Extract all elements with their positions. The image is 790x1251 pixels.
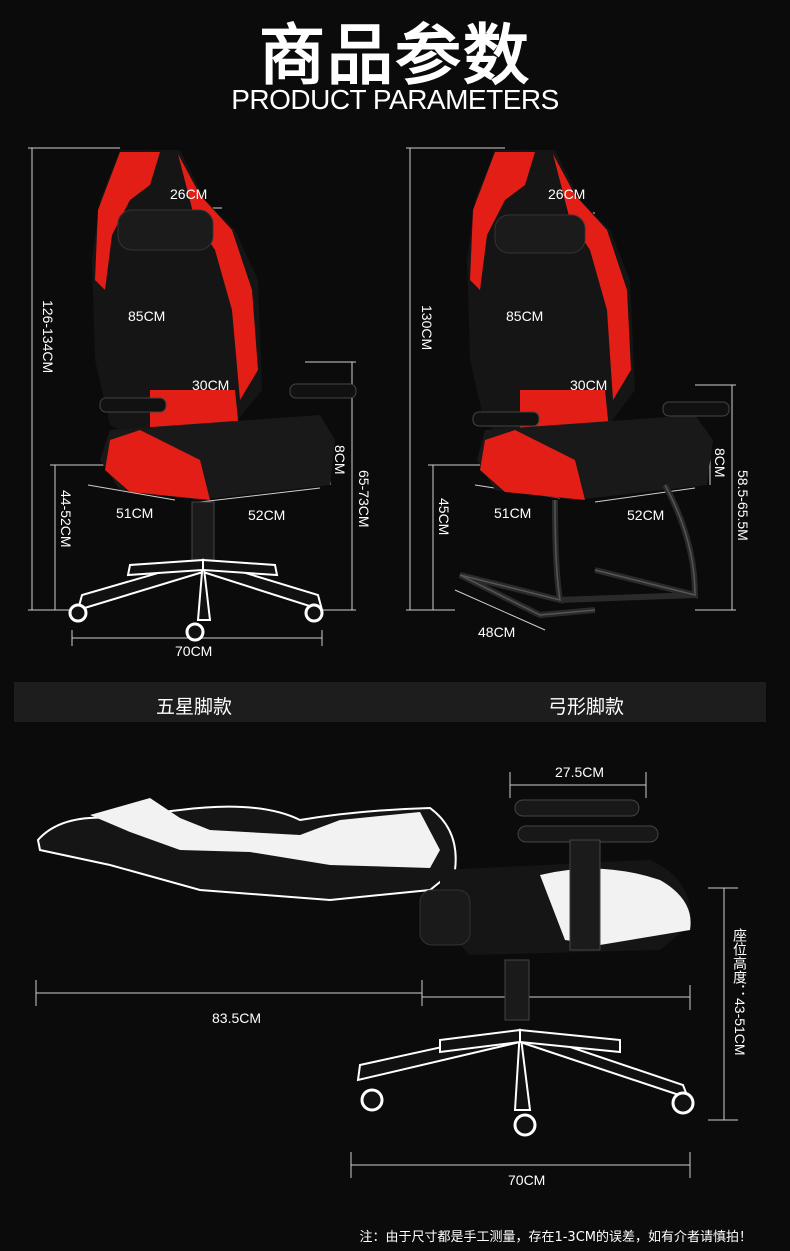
right-total-height: 130CM — [419, 305, 435, 351]
right-seat-width: 52CM — [627, 507, 665, 523]
chair-right-illustration — [406, 147, 736, 631]
right-back-height: 85CM — [506, 308, 544, 324]
right-armrest-height: 58.5-65.5M — [735, 470, 751, 541]
reclined-chair-illustration — [35, 772, 738, 1178]
chair-left-panel: 26CM 85CM 30CM 126-134CM 8CM 65-73CM 44-… — [0, 140, 395, 670]
measurement-disclaimer: 注：由于尺寸都是手工测量，存在1-3CM的误差，如有介者请慎拍！ — [359, 1230, 752, 1245]
left-lumbar-width: 30CM — [192, 377, 230, 393]
chair-right-panel: 26CM 85CM 30CM 130CM 8CM 58.5-65.5M 45CM… — [395, 140, 790, 670]
reclined-base-width: 70CM — [508, 1172, 546, 1188]
left-cushion-thickness: 8CM — [332, 445, 348, 475]
left-headrest-width: 26CM — [170, 186, 208, 202]
reclined-seat-height: 座位高度：43-51CM — [732, 928, 748, 1056]
right-seat-height: 45CM — [436, 498, 452, 536]
left-seat-width: 52CM — [248, 507, 286, 523]
right-base-depth: 48CM — [478, 624, 516, 640]
left-seat-depth: 51CM — [116, 505, 154, 521]
left-armrest-height: 65-73CM — [356, 470, 372, 528]
left-seat-height: 44-52CM — [58, 490, 74, 548]
right-headrest-width: 26CM — [548, 186, 586, 202]
reclined-length: 83.5CM — [212, 1010, 262, 1026]
left-back-height: 85CM — [128, 308, 166, 324]
reclined-chair-panel: 27.5CM 83.5CM 座位高度：43-51CM 70CM — [0, 740, 790, 1210]
page-title: 商品参数 — [259, 17, 531, 94]
right-seat-depth: 51CM — [494, 505, 532, 521]
page-subtitle: PRODUCT PARAMETERS — [231, 84, 559, 115]
right-variant-label: 弓形脚款 — [547, 696, 624, 718]
chair-left-illustration — [28, 147, 357, 646]
reclined-armrest-width: 27.5CM — [555, 764, 605, 780]
right-lumbar-width: 30CM — [570, 377, 608, 393]
left-total-height: 126-134CM — [40, 300, 56, 374]
left-base-width: 70CM — [175, 643, 213, 659]
right-cushion-thickness: 8CM — [712, 448, 728, 478]
variant-label-band: 五星脚款 弓形脚款 — [14, 682, 766, 722]
left-variant-label: 五星脚款 — [155, 696, 232, 718]
